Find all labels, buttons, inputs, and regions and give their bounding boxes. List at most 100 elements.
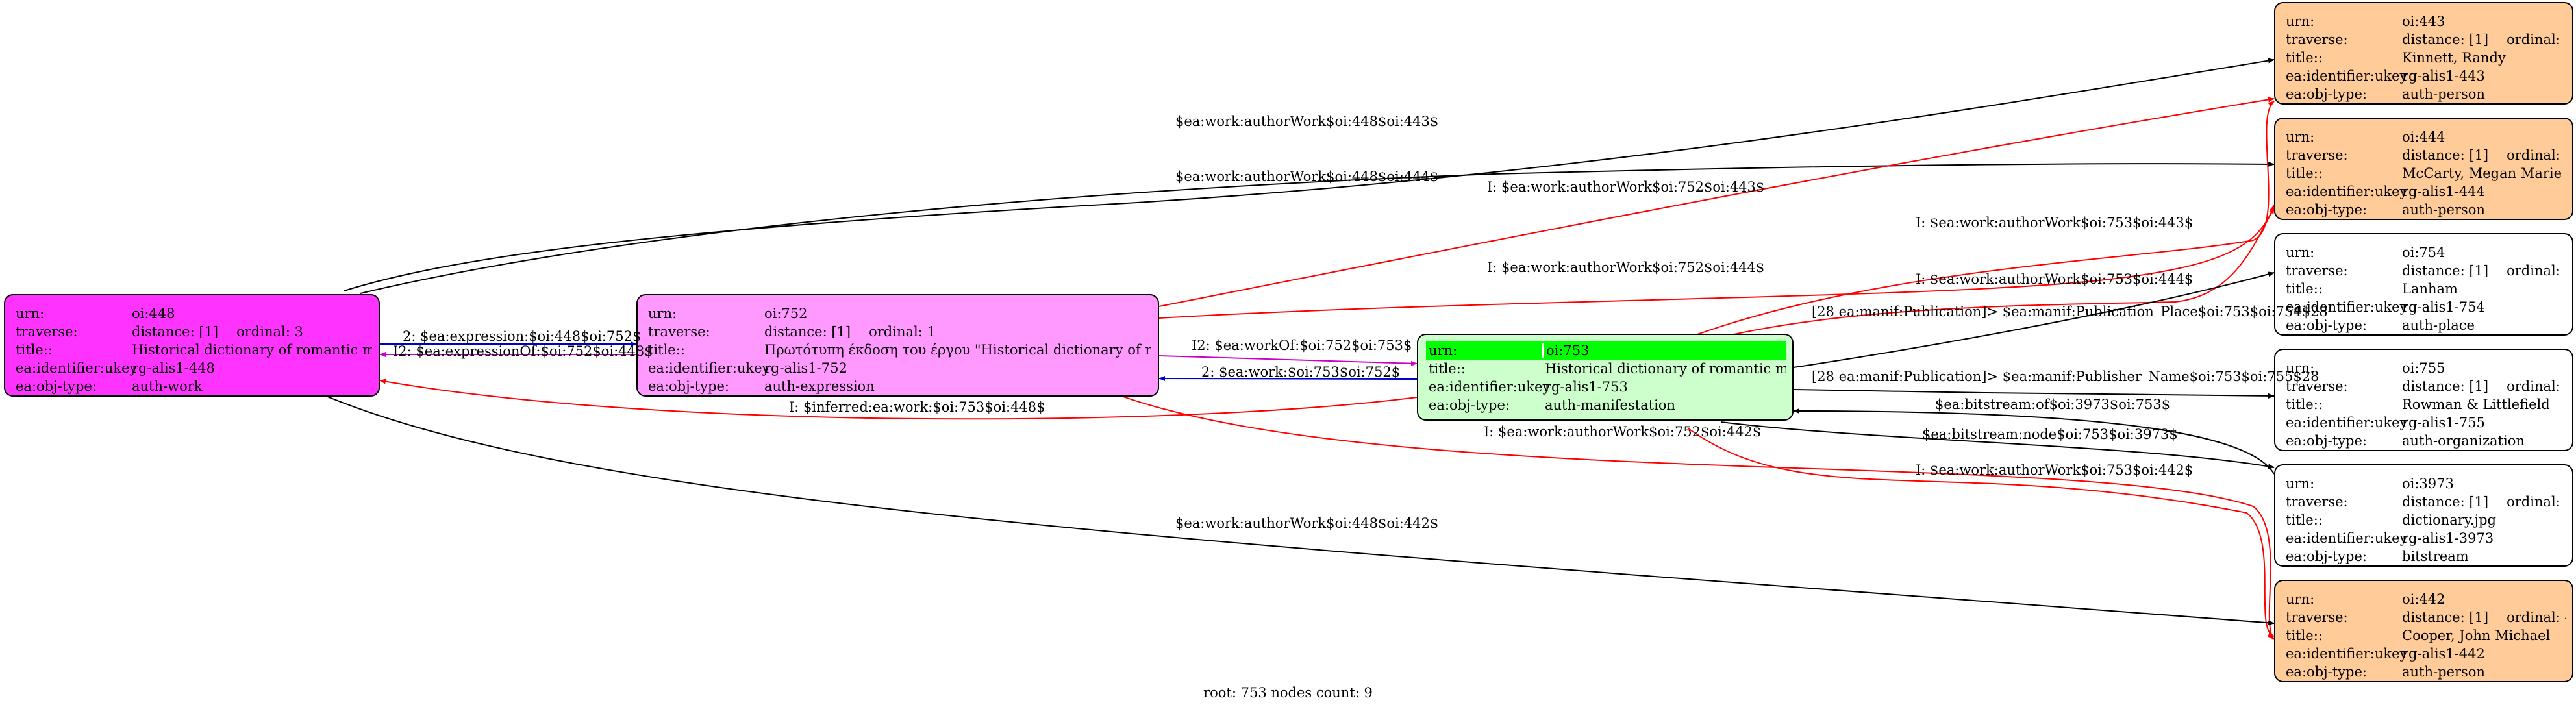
row-ordinal: ordinal: 8 [2507,378,2566,394]
row-value-text: distance: [1] [2402,378,2489,394]
edge-label-e12: I2: $ea:expressionOf:$oi:752$oi:448$ [393,343,653,359]
row-value: oi:752 [762,306,1151,321]
row-value-text: rg-alis1-448 [132,360,215,376]
row-key: ea:obj-type: [2286,664,2367,680]
row-value: rg-alis1-752 [762,360,1151,376]
row-value: rg-alis1-755 [2399,415,2566,430]
node-row: ea:obj-type:auth-place [2283,316,2566,334]
row-ordinal: ordinal: 2 [2507,494,2566,510]
row-value-text: distance: [1] [2402,494,2489,510]
row-key: ea:identifier:ukey [1429,379,1551,395]
row-key: title:: [2286,397,2323,412]
row-value: Rowman & Littlefield [2399,397,2566,412]
node-oi-752[interactable]: urn: oi:752 traverse:distance: [1]ordinal:… [636,294,1159,397]
edge-authorwork-752-444 [1158,205,2275,319]
row-key: urn: [648,306,677,321]
row-value: auth-person [2399,86,2566,102]
node-row: title::Πρωτότυπη έκδοση του έργου "Histo… [645,341,1151,359]
row-value-text: distance: [1] [2402,32,2489,47]
row-key: traverse: [2286,378,2348,394]
row-value: distance: [1]ordinal: 6 [2399,147,2566,163]
edge-bitstream-node-753-3973 [1720,421,2275,469]
edge-publication-place-753-754 [1793,271,2275,368]
row-value-text: rg-alis1-443 [2402,68,2485,84]
node-row: traverse: distance: [1]ordinal: 7 [2283,262,2566,280]
edge-label-e13: I2: $ea:workOf:$oi:752$oi:753$ [1192,338,1412,353]
edge-label-e5: I: $ea:work:authorWork$oi:752$oi:444$ [1487,260,1765,275]
row-key: urn: [16,306,45,321]
row-value: distance: [1] ordinal: 2 [2399,494,2566,510]
edge-label-e18: $ea:work:authorWork$oi:448$oi:442$ [1175,515,1439,531]
row-value: oi:753 [1544,343,1786,358]
row-value-text: oi:753 [1546,343,1590,358]
edge-label-e16: I: $ea:work:authorWork$oi:752$oi:442$ [1484,424,1762,440]
row-value-text: rg-alis1-755 [2402,415,2485,430]
edge-authorwork-752-442 [1103,389,2275,640]
row-value-text: rg-alis1-754 [2402,299,2485,315]
edge-authorwork-753-443 [1688,101,2275,338]
node-row: ea:obj-type:auth-person [2283,201,2566,219]
edge-label-e6: I: $ea:work:authorWork$oi:753$oi:444$ [1916,271,2194,287]
row-value: Kinnett, Randy [2399,50,2566,66]
node-row: title::Rowman & Littlefield [2283,395,2566,414]
row-value: rg-alis1-448 [129,360,372,376]
edge-authorwork-448-442 [318,392,2275,626]
row-key: traverse: [2286,494,2348,510]
row-key: ea:identifier:ukey [2286,184,2408,199]
row-key: ea:identifier:ukey [2286,299,2408,315]
row-value-text: oi:752 [764,306,808,321]
row-value-text: distance: [1] [132,324,219,340]
row-key: urn: [2286,129,2315,145]
row-value: distance: [1]ordinal: 1 [762,324,1151,340]
row-value-text: rg-alis1-752 [764,360,847,376]
row-key: ea:obj-type: [2286,86,2367,102]
row-key: title:: [2286,50,2323,66]
row-key: ea:identifier:ukey [2286,646,2408,662]
row-value-text: Lanham [2402,281,2458,297]
row-ordinal: ordinal: 5 [2507,32,2566,47]
row-key: ea:identifier:ukey [648,360,770,376]
row-key: ea:obj-type: [2286,549,2367,564]
row-value: oi:442 [2399,591,2566,607]
row-value-text: dictionary.jpg [2402,512,2496,528]
row-value-text: auth-person [2402,664,2485,680]
row-value-text: auth-person [2402,86,2485,102]
node-row: urn:oi:443 [2283,12,2566,31]
row-key: title:: [2286,512,2323,528]
row-key: traverse: [2286,263,2348,279]
row-value-text: bitstream [2402,549,2469,564]
node-row: traverse: distance: [1] ordinal: 2 [2283,493,2566,511]
row-value: distance: [1] ordinal: 8 [2399,378,2566,394]
row-value-text: oi:448 [132,306,175,321]
row-value-text: rg-alis1-753 [1545,379,1628,395]
node-row: ea:obj-type: bitstream [2283,547,2566,565]
node-row: title::Lanham [2283,280,2566,298]
edge-label-e11: 2: $ea:expression:$oi:448$oi:752$ [403,329,642,344]
node-row: urn:oi:442 [2283,590,2566,608]
node-row: urn: oi:448 [13,304,372,323]
row-value: auth-person [2399,202,2566,217]
row-value-text: Kinnett, Randy [2402,50,2506,66]
row-key: ea:obj-type: [2286,433,2367,449]
row-value-text: oi:755 [2402,360,2445,376]
node-row: traverse: distance: [1] ordinal: 8 [2283,377,2566,395]
row-value: oi:444 [2399,129,2566,145]
node-row: traverse:distance: [1]ordinal: 1 [645,323,1151,341]
row-key: ea:obj-type: [2286,317,2367,333]
row-value: distance: [1]ordinal: 7 [2399,263,2566,279]
edge-label-e10: $ea:bitstream:node$oi:753$oi:3973$ [1922,427,2178,442]
row-value: rg-alis1-753 [1542,379,1786,395]
row-value-text: oi:3973 [2402,476,2454,491]
